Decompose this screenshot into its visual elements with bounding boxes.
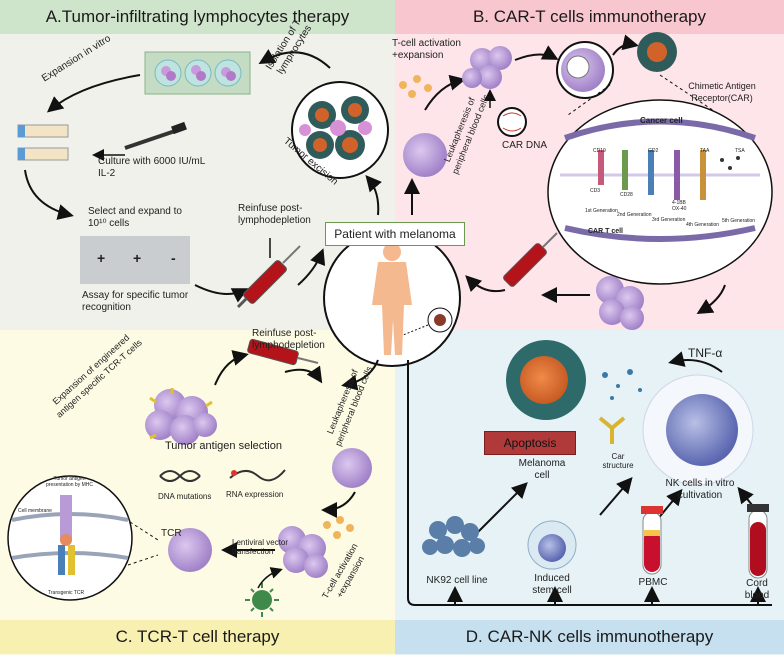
assay-plate xyxy=(80,236,190,284)
mhc-label: Tumor antigen presentation by MHC xyxy=(46,476,93,488)
rna-strand-icon xyxy=(229,469,286,482)
c-reinfuse-label: Reinfuse post-lymphodepletion xyxy=(252,328,325,351)
well-sign-3: - xyxy=(171,250,176,266)
t-cell-cluster-c xyxy=(278,526,328,578)
culture-flasks xyxy=(17,124,69,161)
domain-cd28: CD28 xyxy=(620,192,633,198)
patient-body xyxy=(323,229,461,367)
panel-a-title: A.Tumor-infiltrating lymphocytes therapy xyxy=(0,0,395,34)
tcr-t-cell xyxy=(168,528,212,572)
melanoma-cell-label: Melanoma cell xyxy=(518,458,566,481)
car-structure-diagram xyxy=(547,99,773,285)
membrane-label: Cell membrane xyxy=(18,508,52,514)
antigen-taa: TAA xyxy=(700,148,710,154)
cord-blood-tube-icon xyxy=(747,504,769,579)
pipette-icon xyxy=(124,121,187,150)
melanoma-cell xyxy=(506,340,586,420)
car-receptor-label: Chimetic Antigen Receptor(CAR) xyxy=(688,81,756,103)
apoptosis-label: Apoptosis xyxy=(484,431,576,455)
antigen-gd2: GD2 xyxy=(648,148,659,154)
leukapheresis-cell-c xyxy=(332,448,372,488)
t-cell-cluster xyxy=(462,46,512,89)
select-expand-label: Select and expand to 10¹⁰ cells xyxy=(88,206,182,229)
domain-41bb: 4-1BB OX-40 xyxy=(672,200,687,212)
induced-stem-cell xyxy=(527,520,577,570)
dna-helix-icon xyxy=(159,470,201,482)
tumor-antigen-selection-label: Tumor antigen selection xyxy=(165,440,282,452)
domain-cd3: CD3 xyxy=(590,188,601,194)
car-t-expanded-cluster xyxy=(596,276,644,330)
syringe-icon xyxy=(236,245,301,309)
t-cell-pbmc xyxy=(403,133,447,177)
panel-d-title: D. CAR-NK cells immunotherapy xyxy=(395,620,784,654)
car-structure-label: Car structure xyxy=(602,452,634,470)
gen-4: 4th Generation xyxy=(686,222,720,228)
car-dna-virus-icon xyxy=(497,107,527,137)
panel-c-title: C. TCR-T cell therapy xyxy=(0,620,395,654)
culture-label: Culture with 6000 IU/mL IL-2 xyxy=(98,156,205,179)
b-activation-label: T-cell activation +expansion xyxy=(392,38,461,61)
well-sign-1: + xyxy=(97,250,106,266)
activation-beads-c xyxy=(323,516,354,539)
source-nk92: NK92 cell line xyxy=(426,575,488,586)
nk-cells-label: NK cells in vitro cultivation xyxy=(665,478,735,501)
dna-mutations-label: DNA mutations xyxy=(158,492,212,501)
nk-cell xyxy=(642,374,754,486)
petri-dishes xyxy=(144,51,251,95)
rna-expression-label: RNA expression xyxy=(226,490,284,499)
tumor-lymphocyte-cluster xyxy=(291,81,389,179)
cytokine-dots xyxy=(602,369,642,400)
car-receptor-icon xyxy=(598,416,626,444)
tcr-mhc-diagram xyxy=(7,475,133,601)
transgenic-tcr-label: Transgenic TCR xyxy=(48,590,85,596)
cancer-cell-label: Cancer cell xyxy=(640,116,683,125)
tcr-label: TCR xyxy=(161,528,182,539)
panel-b-title: B. CAR-T cells immunotherapy xyxy=(395,0,784,34)
antigen-tsa: TSA xyxy=(735,148,745,154)
source-cord-blood: Cord blood xyxy=(744,578,770,601)
syringe-b-icon xyxy=(503,232,558,287)
well-sign-2: + xyxy=(133,250,142,266)
gen-2: 2nd Generation xyxy=(617,212,652,218)
tcr-t-cluster xyxy=(145,388,217,445)
nk92-cell-line xyxy=(422,516,485,557)
lentiviral-label: Lentiviral vector transfection xyxy=(232,538,289,556)
car-t-cell xyxy=(556,41,614,99)
source-induced-stem: Induced stem cell xyxy=(532,573,572,596)
cancer-cell-target xyxy=(637,32,677,72)
gen-1: 1st Generation xyxy=(585,208,618,214)
car-t-cell-label: CAR T cell xyxy=(588,228,624,235)
car-dna-label: CAR DNA xyxy=(502,140,548,151)
syringe-c-icon xyxy=(247,338,319,366)
patient-label: Patient with melanoma xyxy=(325,222,465,246)
gen-3: 3rd Generation xyxy=(652,217,686,223)
source-pbmc: PBMC xyxy=(638,577,668,588)
pbmc-tube-icon xyxy=(641,506,663,575)
activation-beads xyxy=(399,75,432,98)
gen-5: 5th Generation xyxy=(722,218,756,224)
reinfuse-a-label: Reinfuse post-lymphodepletion xyxy=(238,203,311,226)
lentivirus-icon xyxy=(245,583,279,617)
tnf-label: TNF-α xyxy=(688,346,723,360)
assay-label: Assay for specific tumor recognition xyxy=(82,290,189,313)
antigen-cd19: CD19 xyxy=(593,148,606,154)
